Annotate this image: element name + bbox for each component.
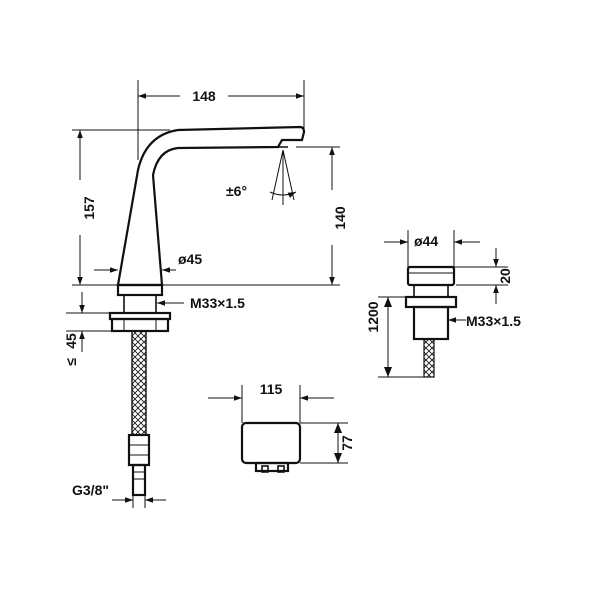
lever-diameter-label: ø44	[414, 233, 438, 249]
faucet-base	[116, 283, 164, 297]
lever-flange	[404, 295, 458, 309]
control-box-connector	[254, 461, 290, 473]
deck-thickness-label: 45	[63, 333, 79, 349]
lever-body	[412, 305, 450, 341]
box-height-label: 77	[339, 435, 355, 451]
spout-reach-label: 148	[192, 88, 216, 104]
swivel-angle-label: ±6°	[226, 183, 247, 199]
faucet-view: 148 157 140 ±6° ø45 M33×1.5 45 ≤	[63, 80, 348, 508]
faucet-thread-label: M33×1.5	[190, 295, 245, 311]
lever-cap	[406, 265, 456, 287]
hose-connection-label: G3/8"	[72, 482, 109, 498]
height-outlet-label: 140	[332, 206, 348, 230]
box-width-label: 115	[260, 381, 283, 397]
hose-connector	[131, 463, 147, 497]
lever-height-label: 20	[497, 268, 513, 284]
height-total-label: 157	[81, 196, 97, 220]
hose-nut	[127, 433, 151, 467]
braided-hose	[131, 330, 147, 436]
control-box	[240, 421, 302, 465]
lever-neck	[413, 284, 449, 298]
lever-cable	[423, 338, 435, 378]
lever-thread-label: M33×1.5	[466, 313, 521, 329]
faucet-body	[116, 125, 306, 287]
max-symbol: ≤	[63, 358, 79, 366]
fixing-nut	[110, 317, 170, 333]
faucet-shank	[123, 294, 157, 314]
base-diameter-label: ø45	[178, 251, 202, 267]
control-box-view: 115 77	[208, 381, 355, 473]
lever-view: ø44 20 1200 M33×1.5	[365, 230, 521, 378]
cable-length-label: 1200	[365, 301, 381, 332]
